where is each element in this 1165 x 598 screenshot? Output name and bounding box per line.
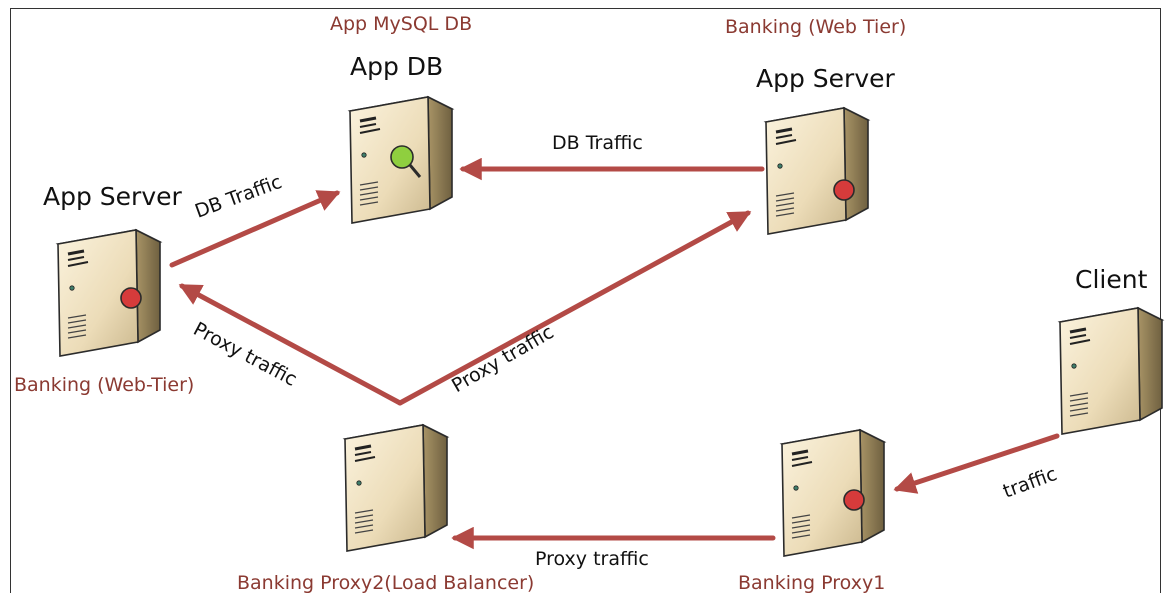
proxy2-subtitle: Banking Proxy2(Load Balancer) [237, 572, 535, 594]
proxy1-subtitle: Banking Proxy1 [738, 572, 886, 594]
client-title: Client [1075, 265, 1148, 294]
app-db-server-icon [348, 95, 454, 225]
app-server-left-icon [56, 228, 162, 358]
app-server-left-title: App Server [43, 182, 182, 211]
edge-client-to-proxy1 [893, 433, 1060, 494]
app-db-title: App DB [350, 52, 444, 81]
edge-appserver-left-to-appdb [169, 190, 341, 268]
app-db-subtitle: App MySQL DB [330, 13, 473, 35]
proxy1-server-icon [780, 428, 886, 558]
app-server-right-subtitle: Banking (Web Tier) [725, 16, 907, 38]
edge-junction-to-appserver-right [397, 210, 752, 406]
client-server-icon [1058, 306, 1164, 436]
edge-junction-to-appserver-left [178, 283, 403, 406]
proxy2-server-icon [343, 423, 449, 553]
app-server-left-subtitle: Banking (Web-Tier) [14, 374, 195, 396]
app-server-right-title: App Server [756, 64, 895, 93]
proxy-traffic-bottom-label: Proxy traffic [535, 548, 649, 570]
db-traffic-right-label: DB Traffic [552, 132, 643, 154]
app-server-right-icon [764, 106, 870, 236]
